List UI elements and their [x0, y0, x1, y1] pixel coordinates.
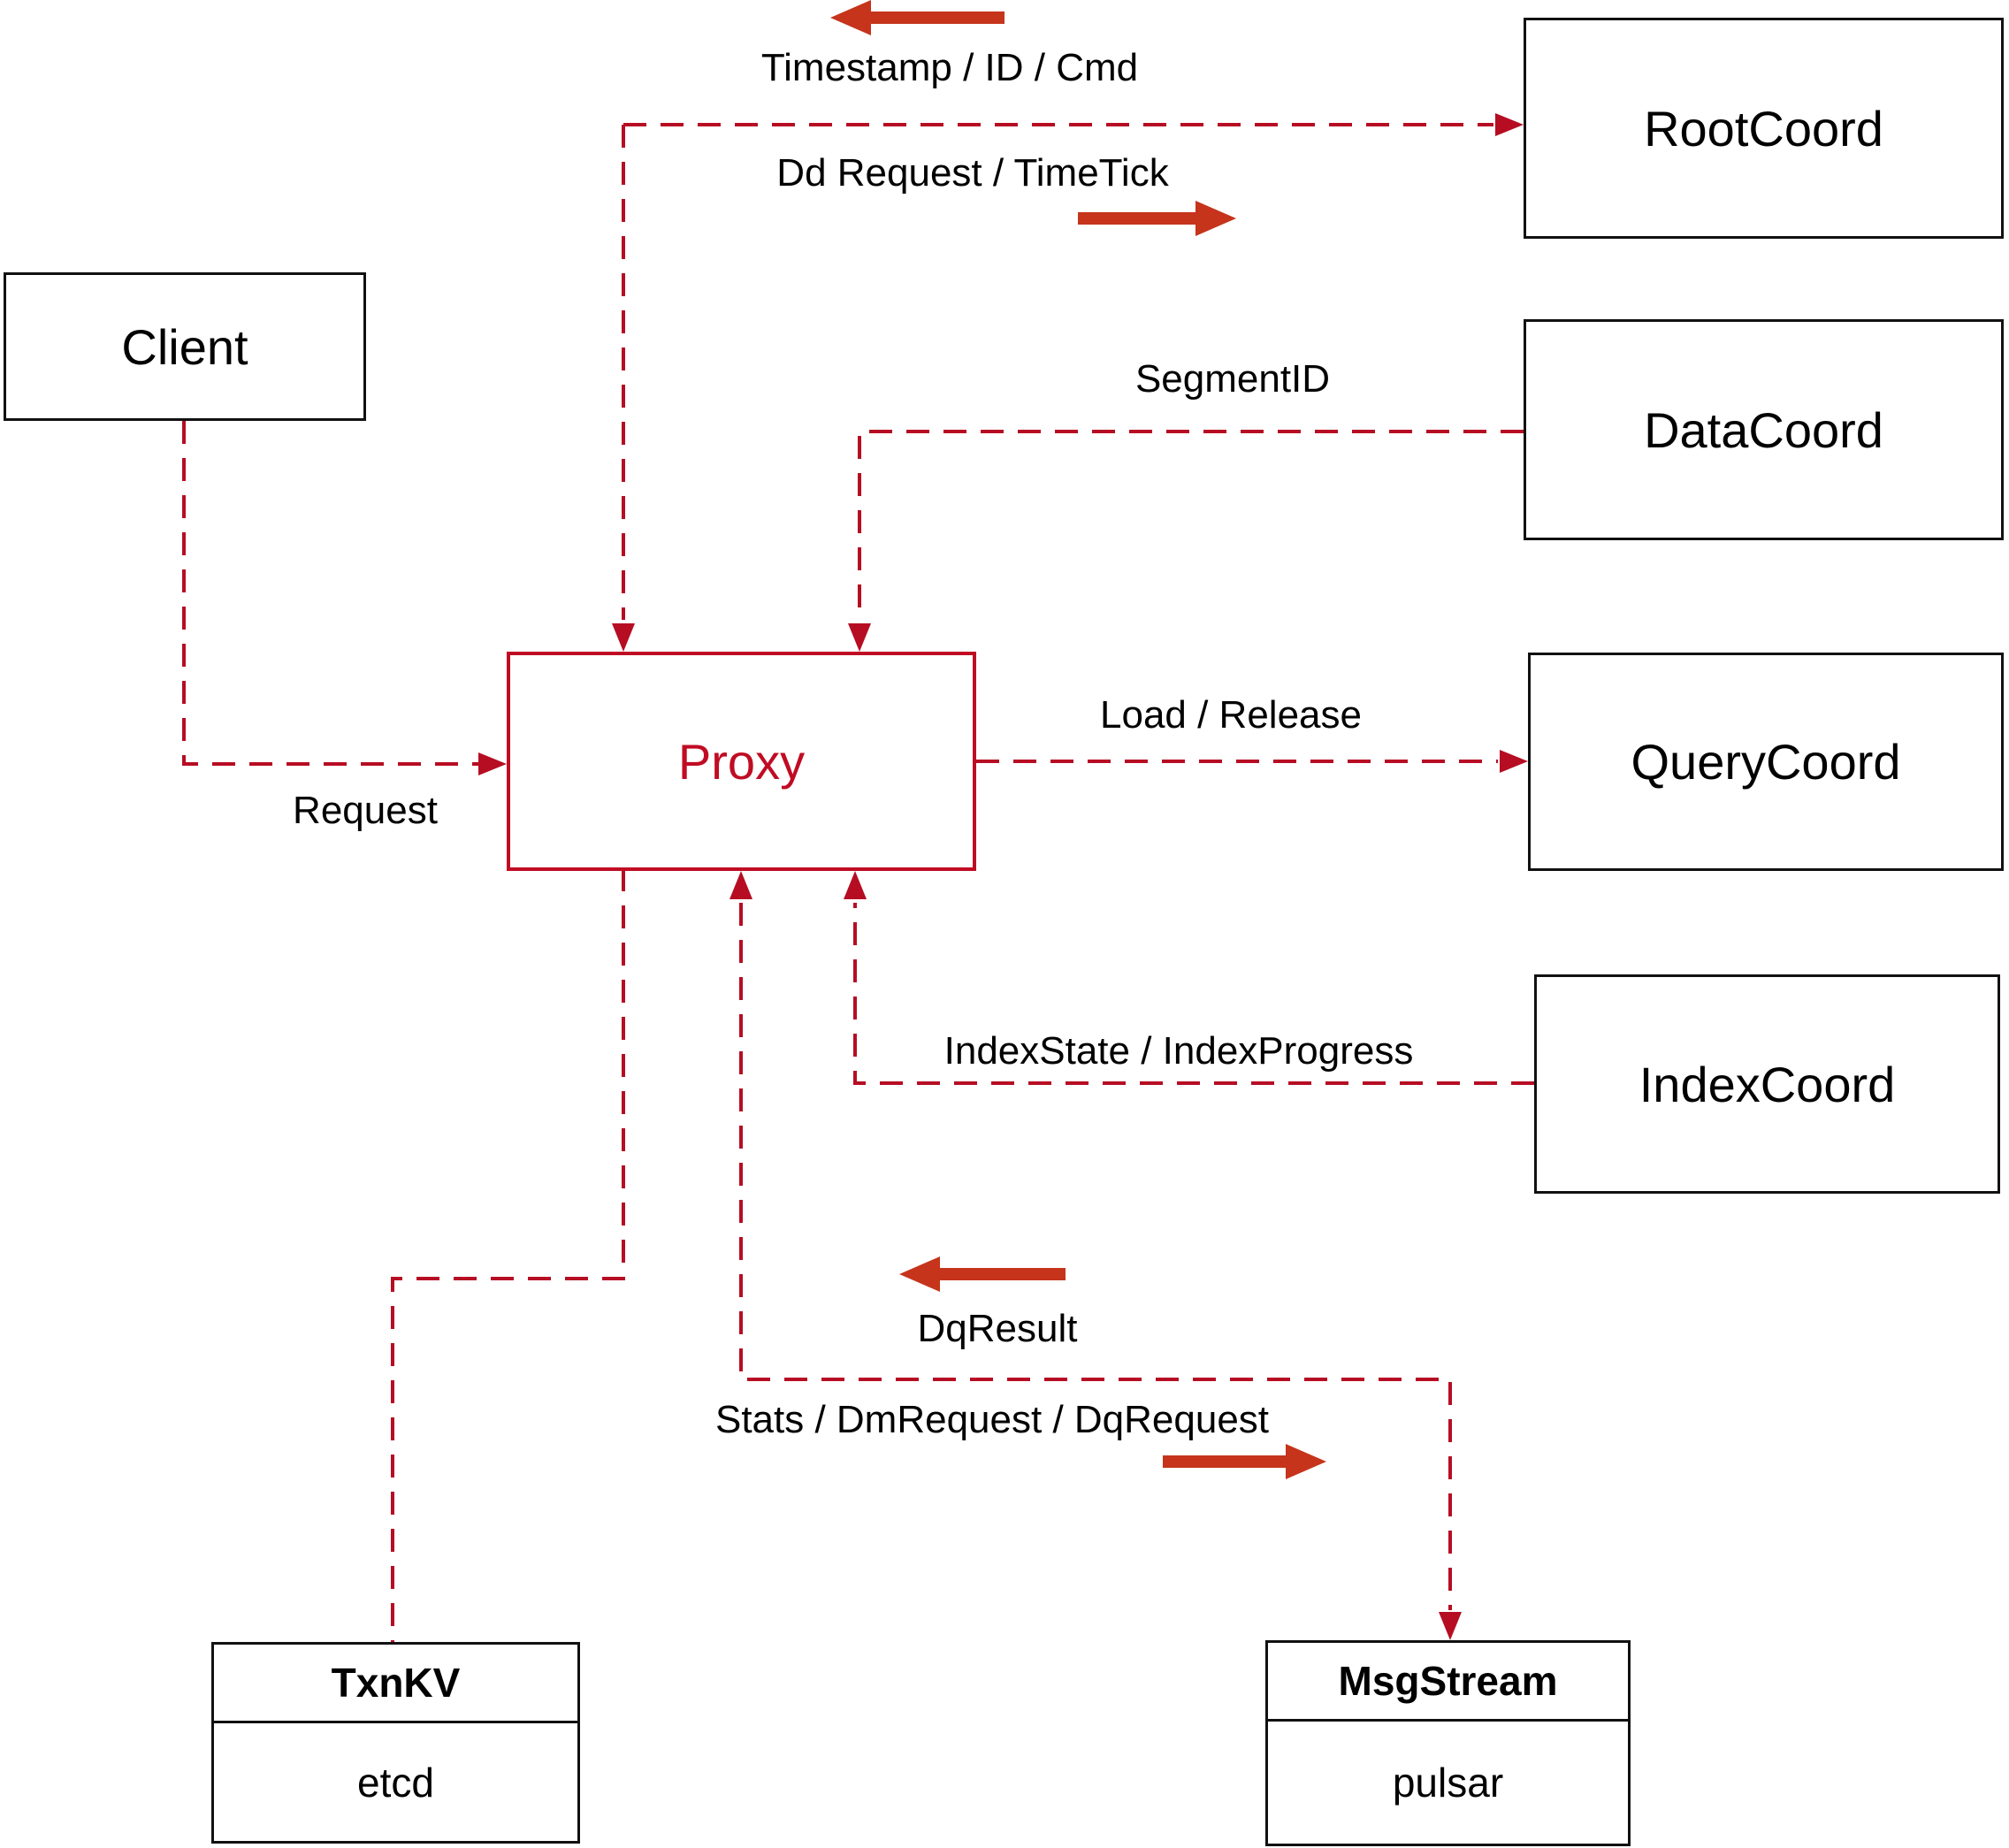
node-datacoord: DataCoord: [1524, 319, 2004, 540]
node-querycoord: QueryCoord: [1528, 653, 2004, 871]
arrowhead-into-querycoord-icon: [1500, 750, 1528, 773]
node-datacoord-label: DataCoord: [1644, 401, 1883, 458]
edge-label-dd-request-timetick: Dd Request / TimeTick: [776, 151, 1169, 195]
edge-label-request: Request: [293, 789, 438, 832]
node-indexcoord-label: IndexCoord: [1639, 1056, 1896, 1112]
arrowhead-into-msgstream-icon: [1439, 1612, 1462, 1640]
edge-proxy-msgstream: [739, 903, 1452, 1610]
node-indexcoord: IndexCoord: [1534, 974, 2000, 1194]
edge-label-timestamp-id-cmd: Timestamp / ID / Cmd: [760, 46, 1139, 89]
node-msgstream-title: MsgStream: [1268, 1643, 1628, 1722]
node-txnkv-title: TxnKV: [214, 1645, 577, 1723]
edge-datacoord-proxy: [858, 430, 1524, 620]
edge-label-dqresult: DqResult: [917, 1307, 1078, 1350]
arrowhead-into-proxy-bottom-left-icon: [730, 871, 752, 899]
node-querycoord-label: QueryCoord: [1631, 734, 1901, 790]
direction-arrow-right-ddrequest-icon: [1078, 201, 1236, 236]
arrowhead-into-rootcoord-icon: [1495, 113, 1524, 136]
edge-label-load-release: Load / Release: [1100, 693, 1362, 737]
node-client-label: Client: [121, 318, 248, 375]
arrowhead-into-proxy-left-icon: [478, 752, 507, 775]
node-rootcoord: RootCoord: [1524, 18, 2004, 239]
edge-label-segmentid: SegmentID: [1134, 357, 1331, 401]
edge-indexcoord-proxy: [853, 903, 1534, 1085]
direction-arrow-left-dqresult-icon: [899, 1256, 1066, 1292]
edge-label-stats-dmrequest-dqrequest: Stats / DmRequest / DqRequest: [714, 1398, 1270, 1441]
direction-arrow-right-stats-icon: [1163, 1444, 1326, 1479]
arrowhead-into-proxy-bottom-right-icon: [844, 871, 867, 899]
node-proxy: Proxy: [507, 652, 976, 871]
node-msgstream-impl: pulsar: [1392, 1760, 1504, 1806]
edge-label-indexstate-indexprogress: IndexState / IndexProgress: [943, 1029, 1414, 1073]
arrowhead-into-proxy-top-left-icon: [612, 623, 635, 652]
node-txnkv-impl: etcd: [357, 1759, 434, 1806]
direction-arrow-left-timestamp-icon: [830, 0, 1004, 35]
node-msgstream: MsgStream pulsar: [1265, 1640, 1631, 1846]
node-proxy-label: Proxy: [677, 733, 806, 790]
arrowhead-into-proxy-top-right-icon: [848, 623, 871, 652]
edge-client-proxy: [182, 421, 479, 766]
edge-proxy-txnkv: [391, 868, 625, 1642]
node-txnkv: TxnKV etcd: [211, 1642, 580, 1844]
node-rootcoord-label: RootCoord: [1644, 100, 1883, 157]
node-client: Client: [4, 272, 366, 421]
